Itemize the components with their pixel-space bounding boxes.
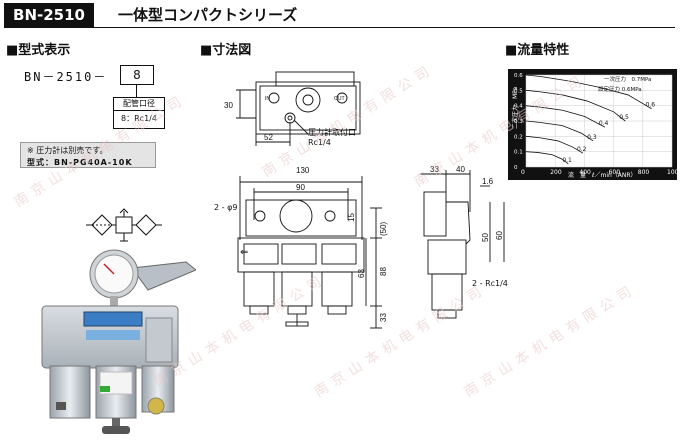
model-code-box: 8 — [120, 65, 154, 85]
y-tick-label: 0.3 — [514, 119, 523, 125]
note-line-2: 型式：BN-PG40A-10K — [27, 158, 133, 167]
series-label-0.2: 0.2 — [577, 146, 587, 153]
pressure-port-label-2: Rc1/4 — [308, 138, 331, 147]
port-size-value: 8：Rc1/4 — [121, 114, 157, 123]
x-tick-label: 800 — [638, 169, 650, 176]
dim-88: 88 — [379, 267, 388, 276]
series-label-0.6: 0.6 — [646, 102, 656, 109]
side-view-drawing: 33 40 1.6 50 60 — [420, 165, 505, 319]
dim-50: 50 — [481, 233, 490, 242]
y-tick-label: 0.4 — [514, 104, 523, 110]
y-tick-label: 0.6 — [514, 73, 523, 79]
dim-1-6: 1.6 — [482, 177, 494, 186]
series-line-0.3 — [525, 120, 594, 142]
section-dimensions: ■寸法図 — [200, 43, 252, 58]
y-tick-label: 0.1 — [514, 150, 523, 156]
note-line-1: ※ 圧力計は別売です。 — [27, 146, 108, 155]
dim-52: 52 — [264, 133, 273, 142]
series-title: 一体型コンパクトシリーズ — [118, 6, 298, 24]
header-divider — [4, 27, 675, 28]
dim-60: 60 — [495, 231, 504, 240]
dim-33: 33 — [379, 313, 388, 322]
x-tick-label: 0 — [521, 169, 525, 176]
x-tick-label: 400 — [579, 169, 591, 176]
front-view-drawing: 130 90 15 (50) 88 63 33 — [237, 166, 388, 329]
series-line-0.4 — [525, 105, 606, 128]
section-model-code: ■型式表示 — [6, 43, 71, 58]
port-size-table: 配管口径 8：Rc1/4 — [113, 97, 165, 129]
dim-130: 130 — [296, 166, 310, 175]
pressure-port-label: 圧力計取付口 Rc1/4 — [308, 128, 356, 148]
pneumatic-symbol — [86, 208, 162, 242]
dim-63: 63 — [357, 269, 366, 278]
series-line-0.2 — [525, 135, 584, 154]
model-badge: BN-2510 — [4, 3, 94, 27]
x-tick-label: 600 — [609, 169, 621, 176]
label-in: IN — [265, 96, 270, 102]
x-axis-label: 流 量 ℓ／min（ANR） — [568, 171, 637, 179]
series-label-0.4: 0.4 — [599, 120, 609, 127]
hole-label: 2 - φ9 — [214, 203, 238, 212]
y-tick-label: 0.2 — [514, 134, 523, 140]
series-label-0.3: 0.3 — [587, 134, 597, 141]
annotation-set: 設定圧力 0.6MPa — [598, 85, 642, 93]
chart-ticks: 0200400600800100000.10.20.30.40.50.6 — [514, 73, 677, 176]
dim-33-side: 33 — [430, 165, 439, 174]
dim-90: 90 — [296, 183, 305, 192]
top-view-drawing: 30 52 IN OUT — [224, 71, 361, 146]
y-tick-label: 0.5 — [514, 88, 523, 94]
section-flow: ■流量特性 — [505, 43, 570, 58]
annotation-primary: 一次圧力 0.7MPa — [604, 75, 651, 83]
note-box: ※ 圧力計は別売です。 型式：BN-PG40A-10K — [20, 142, 156, 168]
connector-line — [136, 85, 137, 97]
label-out: OUT — [334, 96, 345, 102]
flow-chart: 0.60.50.40.30.20.1 0200400600800100000.1… — [508, 69, 677, 180]
series-line-0.5 — [525, 89, 626, 122]
dim-50p: (50) — [379, 221, 388, 236]
model-code-text: BN－2510－ — [24, 70, 108, 84]
dim-15: 15 — [347, 213, 356, 222]
port-size-header: 配管口径 — [114, 98, 164, 111]
port-label: 2 - Rc1/4 — [472, 279, 508, 288]
series-line-0.6 — [525, 74, 652, 110]
product-image — [41, 249, 196, 434]
dim-40: 40 — [456, 165, 465, 174]
dim-30: 30 — [224, 101, 233, 110]
x-tick-label: 200 — [550, 169, 562, 176]
series-label-0.5: 0.5 — [619, 114, 629, 121]
pressure-port-label-1: 圧力計取付口 — [308, 128, 356, 137]
y-tick-label: 0 — [514, 165, 518, 171]
series-label-0.1: 0.1 — [562, 157, 572, 164]
arrow-icon: ⇐ — [240, 247, 249, 258]
y-axis-label: 二次圧力 MPa — [511, 86, 519, 129]
chart-series: 0.6 0.5 0.40.30.2 0.1 — [525, 74, 656, 165]
series-line-0.1 — [525, 151, 569, 165]
